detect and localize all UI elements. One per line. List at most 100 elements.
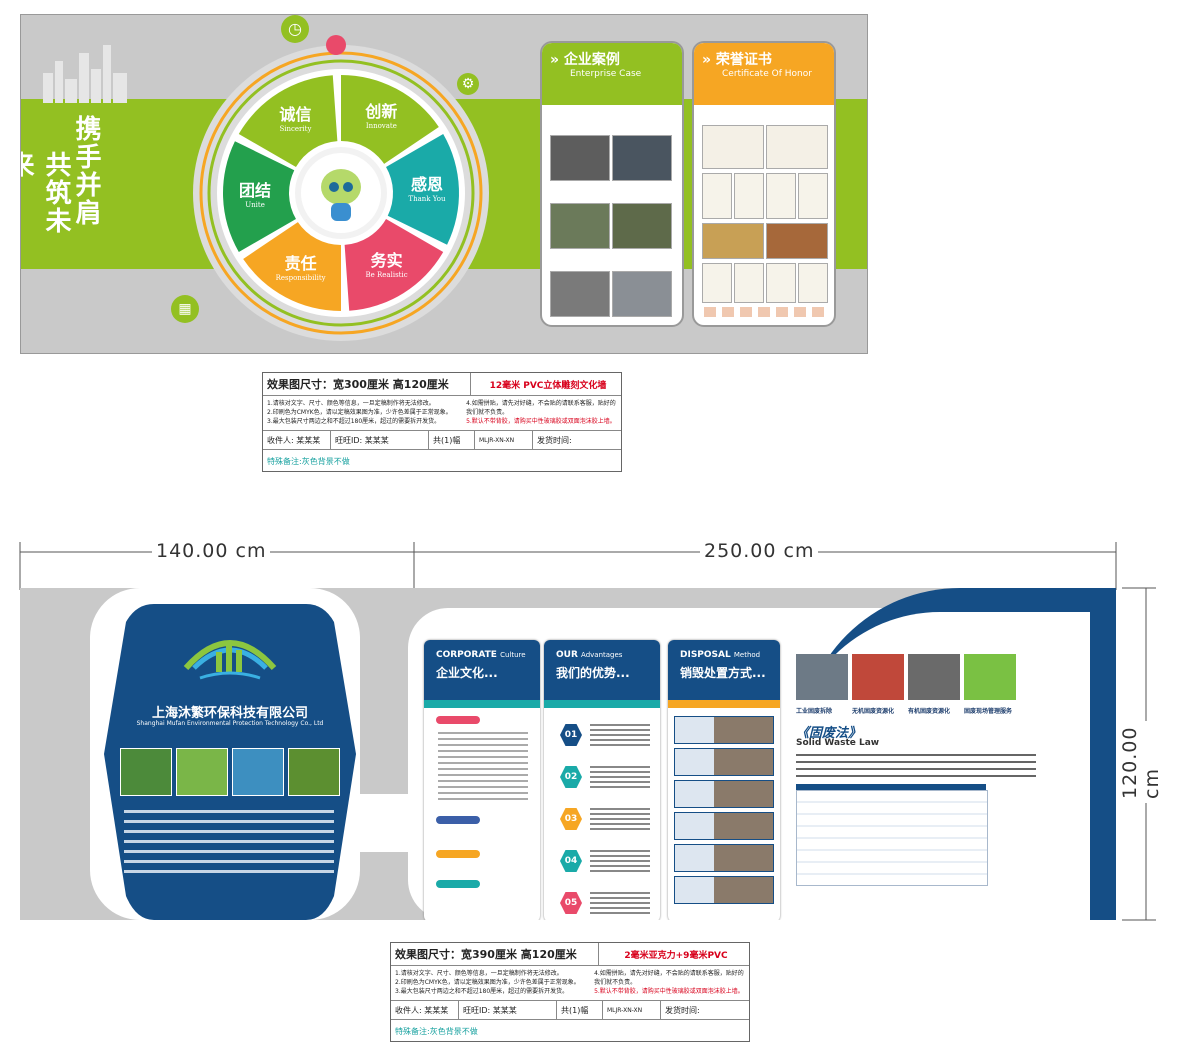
certificate-image <box>702 223 764 259</box>
advantage-number: 04 <box>560 850 582 872</box>
order-code: MLJR-XN-XN <box>603 1001 661 1019</box>
gear-icon: ⚙ <box>457 73 479 95</box>
case-photo <box>612 271 672 317</box>
advantage-number: 05 <box>560 892 582 914</box>
wheel-label-en: Thank You <box>408 195 446 203</box>
card-title-en: DISPOSAL <box>680 650 731 660</box>
honor-panel-subtitle: Certificate Of Honor <box>722 69 812 79</box>
wheel-label-en: Responsibility <box>276 274 326 282</box>
law-table-header <box>796 784 986 790</box>
disposal-item <box>674 780 774 808</box>
mascot-icon <box>321 169 361 221</box>
company-intro-text <box>124 810 334 874</box>
note-5: 5.默认不带背胶，请购买中性玻璃胶或双面泡沫胶上墙。 <box>466 418 616 425</box>
case-panel-title: 企业案例 <box>563 52 620 68</box>
note-1: 1.请核对文字、尺寸、颜色等信息，一旦定稿制作将无法修改。 <box>267 400 435 407</box>
wheel-label-cn: 创新 <box>364 102 397 121</box>
wangwang-id: 旺旺ID: 某某某 <box>459 1001 557 1019</box>
wheel-label-en: Sincerity <box>279 125 311 133</box>
card-title-en-small: Advantages <box>581 651 623 659</box>
wheel-label-cn: 感恩 <box>411 175 443 194</box>
advantage-text <box>590 724 650 746</box>
note-4: 4.如需拼贴，请先对好缝，不会贴的请联系客服，贴好的我们就不负责。 <box>466 400 616 416</box>
certificate-image <box>798 173 828 219</box>
company-name-en: Shanghai Mufan Environmental Protection … <box>136 720 324 727</box>
size-text: 效果图尺寸：宽390厘米 高120厘米 <box>391 943 599 965</box>
caption-2: 无机固废资源化 <box>852 708 895 715</box>
honor-panel-header: » 荣誉证书 Certificate Of Honor <box>694 43 834 105</box>
wheel-label-cn: 务实 <box>371 251 403 270</box>
photo-bricks <box>852 654 904 700</box>
certificate-image <box>798 263 828 303</box>
card-header: DISPOSAL Method 销毁处置方式... <box>668 640 780 700</box>
wheel-label-cn: 责任 <box>285 254 317 273</box>
photo-globe <box>232 748 284 796</box>
case-panel-header: » 企业案例 Enterprise Case <box>542 43 682 105</box>
note-2: 2.印刷色为CMYK色，请以定稿效果图为准，少许色差属于正常现象。 <box>267 409 452 416</box>
certificate-image <box>766 173 796 219</box>
slogan-line-1: 携手并肩 <box>71 115 101 227</box>
certificate-image <box>702 125 764 169</box>
photo-pellets <box>908 654 960 700</box>
wheel-slice <box>223 141 296 252</box>
culture-wall-design-2: 上海沐繁环保科技有限公司 Shanghai Mufan Environmenta… <box>20 588 1116 920</box>
law-table <box>796 790 988 886</box>
wheel-label-en: Unite <box>245 201 265 209</box>
note-3: 3.最大包装尺寸两边之和不超过180厘米，超过的需要拆开发货。 <box>267 418 441 425</box>
advantage-number: 03 <box>560 808 582 830</box>
note-3: 3.最大包装尺寸两边之和不超过180厘米，超过的需要拆开发货。 <box>395 988 569 995</box>
chevron-icon: » <box>702 52 712 68</box>
certificate-image <box>766 125 828 169</box>
note-4: 4.如需拼贴，请先对好缝，不会贴的请联系客服，贴好的我们就不负责。 <box>594 970 744 986</box>
note-2: 2.印刷色为CMYK色，请以定稿效果图为准，少许色差属于正常现象。 <box>395 979 580 986</box>
case-photo <box>612 135 672 181</box>
blue-tag <box>436 816 480 824</box>
clock-icon: ◷ <box>281 15 309 43</box>
pink-tag <box>436 716 480 724</box>
ship-time: 发货时间: <box>665 1005 700 1015</box>
ship-time: 发货时间: <box>537 435 572 445</box>
case-photo <box>612 203 672 249</box>
card-title-en: CORPORATE <box>436 650 497 660</box>
company-logo-icon <box>183 640 277 680</box>
wheel-slice <box>386 134 460 245</box>
size-text: 效果图尺寸：宽300厘米 高120厘米 <box>263 373 471 395</box>
windows-icon: ▦ <box>171 295 199 323</box>
disposal-item <box>674 844 774 872</box>
card-title-en-small: Culture <box>500 651 526 659</box>
card-title-en-small: Method <box>733 651 761 659</box>
advantage-text <box>590 808 650 830</box>
slogan: 携手并肩 共筑未来 <box>21 115 157 255</box>
material-text: 2毫米亚克力+9毫米PVC <box>624 950 728 961</box>
advantage-text <box>590 850 650 872</box>
teal-stripe <box>544 700 660 708</box>
skyline-icon <box>43 45 127 103</box>
honor-panel-title: 荣誉证书 <box>715 52 772 68</box>
caption-4: 固废现场管理服务 <box>964 708 1013 715</box>
card-title-cn: 我们的优势... <box>556 666 630 680</box>
photo-factory <box>796 654 848 700</box>
orange-stripe <box>668 700 780 708</box>
order-code: MLJR-XN-XN <box>475 431 533 449</box>
page-count: 共(1)幅 <box>557 1001 603 1019</box>
caption-1: 工业固废拆除 <box>796 708 833 715</box>
case-panel-subtitle: Enterprise Case <box>570 69 642 79</box>
card-header: OUR Advantages 我们的优势... <box>544 640 660 700</box>
photo-tree <box>120 748 172 796</box>
photo-leaves <box>176 748 228 796</box>
case-photo <box>550 271 610 317</box>
teal-stripe <box>424 700 540 708</box>
caption-3: 有机固废资源化 <box>908 708 951 715</box>
wheel-label-cn: 团结 <box>239 181 271 200</box>
advantage-number: 02 <box>560 766 582 788</box>
advantage-text <box>590 892 650 914</box>
case-photo <box>550 203 610 249</box>
remark: 特殊备注:灰色背景不做 <box>267 456 350 466</box>
note-1: 1.请核对文字、尺寸、颜色等信息，一旦定稿制作将无法修改。 <box>395 970 563 977</box>
wheel-label-en: Innovate <box>366 122 397 130</box>
chevron-icon: » <box>550 52 560 68</box>
certificate-image <box>766 223 828 259</box>
card-corporate-culture: CORPORATE Culture 企业文化... <box>424 640 540 920</box>
law-title: 《固废法》 <box>796 726 862 741</box>
